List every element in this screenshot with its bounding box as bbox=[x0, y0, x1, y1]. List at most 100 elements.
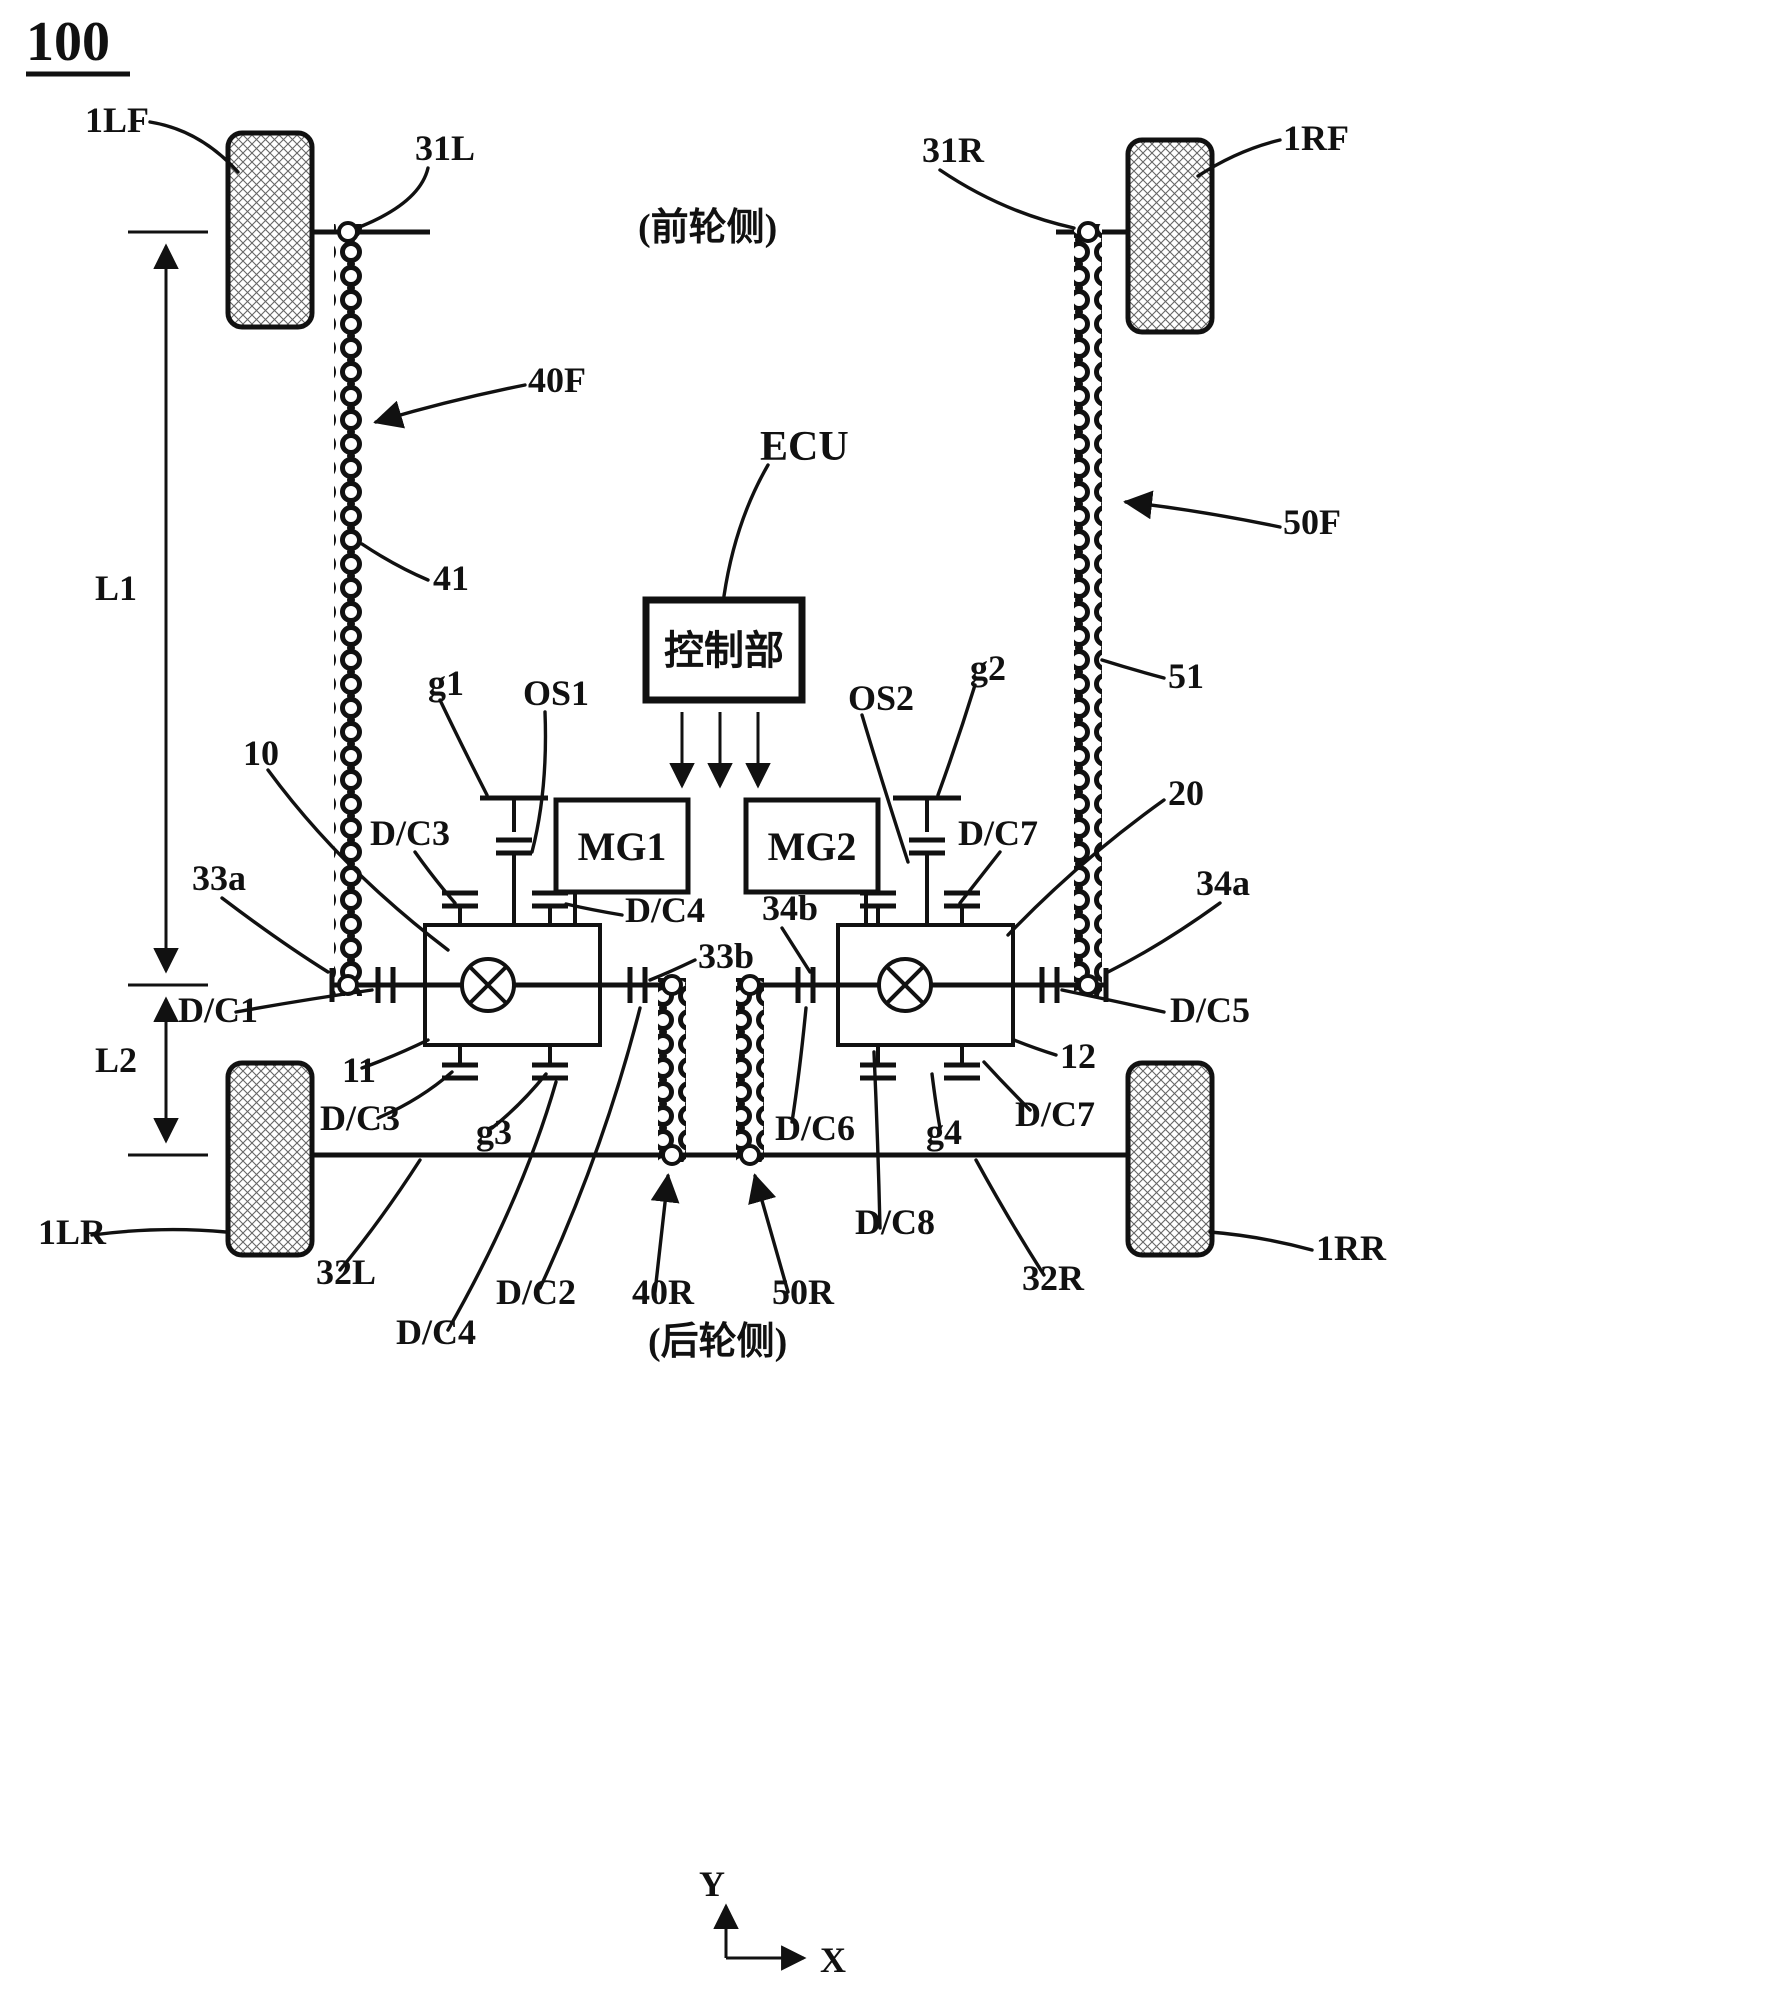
leader-50f bbox=[1123, 490, 1282, 529]
label-50f: 50F bbox=[1283, 502, 1341, 542]
label-34b: 34b bbox=[762, 888, 818, 928]
label-32l: 32L bbox=[316, 1252, 376, 1292]
leader-ecu bbox=[722, 463, 770, 598]
sprocket-40R-bottom bbox=[661, 1144, 683, 1166]
label-dc4-top: D/C4 bbox=[625, 890, 705, 930]
leader-os1 bbox=[530, 710, 548, 854]
chain-50R bbox=[736, 978, 764, 1162]
label-dc6: D/C6 bbox=[775, 1108, 855, 1148]
leader-11 bbox=[360, 1038, 430, 1070]
leader-1rf bbox=[1196, 138, 1282, 178]
label-dc2: D/C2 bbox=[496, 1272, 576, 1312]
sprocket-mid-right bbox=[1077, 974, 1099, 996]
label-1lf: 1LF bbox=[85, 100, 149, 140]
label-g1: g1 bbox=[428, 663, 464, 703]
mg2-box bbox=[743, 797, 881, 895]
label-20: 20 bbox=[1168, 773, 1204, 813]
chain-40F bbox=[334, 224, 362, 996]
label-50r: 50R bbox=[772, 1272, 835, 1312]
leader-dc6 bbox=[790, 1006, 808, 1124]
wheels bbox=[225, 130, 1215, 1258]
label-dc3-top: D/C3 bbox=[370, 813, 450, 853]
sprocket-40R-top bbox=[661, 974, 683, 996]
label-l2: L2 bbox=[95, 1040, 137, 1080]
label-os2: OS2 bbox=[848, 678, 914, 718]
leader-1lr bbox=[90, 1227, 228, 1237]
label-g4: g4 bbox=[926, 1112, 962, 1152]
label-1lr: 1LR bbox=[38, 1212, 107, 1252]
label-32r: 32R bbox=[1022, 1258, 1085, 1298]
leader-1rr bbox=[1208, 1230, 1314, 1252]
label-dc1: D/C1 bbox=[178, 990, 258, 1030]
leader-32r bbox=[974, 1158, 1046, 1277]
shaft-clutches bbox=[375, 967, 1060, 1003]
label-12: 12 bbox=[1060, 1036, 1096, 1076]
leader-32l bbox=[338, 1158, 422, 1272]
sprocket-front-right bbox=[1077, 221, 1099, 243]
chains bbox=[334, 221, 1102, 1166]
leader-34b bbox=[780, 926, 812, 974]
wheel-rear-left bbox=[225, 1060, 315, 1258]
wheel-rear-right bbox=[1125, 1060, 1215, 1258]
leader-dc1 bbox=[234, 988, 374, 1014]
label-40f: 40F bbox=[528, 360, 586, 400]
leader-31l bbox=[360, 166, 430, 228]
label-1rf: 1RF bbox=[1283, 118, 1349, 158]
label-g3: g3 bbox=[476, 1112, 512, 1152]
label-41: 41 bbox=[433, 558, 469, 598]
mg1-label: MG1 bbox=[578, 824, 667, 869]
leader-dc3-bot bbox=[376, 1070, 454, 1120]
label-1rr: 1RR bbox=[1316, 1228, 1387, 1268]
label-31l: 31L bbox=[415, 128, 475, 168]
leader-dc4-top bbox=[564, 902, 624, 917]
x-axis-label: X bbox=[820, 1940, 846, 1980]
leader-g1 bbox=[438, 698, 489, 797]
label-l1: L1 bbox=[95, 568, 137, 608]
left-gear-unit bbox=[423, 795, 602, 1081]
sprocket-front-left bbox=[337, 221, 359, 243]
label-dc7-top: D/C7 bbox=[958, 813, 1038, 853]
label-dc8: D/C8 bbox=[855, 1202, 935, 1242]
left-gearbox bbox=[423, 923, 602, 1047]
leader-os2 bbox=[860, 713, 910, 864]
chain-40R bbox=[658, 978, 686, 1162]
mg2-label: MG2 bbox=[768, 824, 857, 869]
right-bevel-cross-2 bbox=[885, 965, 925, 1005]
label-dc4-bot: D/C4 bbox=[396, 1312, 476, 1352]
label-dc3-bot: D/C3 bbox=[320, 1098, 400, 1138]
figure-number: 100 bbox=[26, 11, 130, 77]
sprocket-50R-bottom bbox=[739, 1144, 761, 1166]
leader-40r bbox=[650, 1173, 680, 1294]
figure-number-text: 100 bbox=[26, 11, 110, 73]
label-os1: OS1 bbox=[523, 673, 589, 713]
leader-20 bbox=[1006, 798, 1166, 937]
chain-50F bbox=[1074, 224, 1102, 996]
leader-50r bbox=[748, 1173, 790, 1294]
leader-1lf bbox=[148, 120, 240, 174]
leader-34a bbox=[1106, 901, 1222, 974]
text-labels: 1LF 31L (前轮侧) 31R 1RF 40F ECU 50F L1 41 … bbox=[38, 100, 1387, 1363]
leader-10 bbox=[266, 768, 450, 952]
leader-g2 bbox=[936, 683, 977, 797]
label-front-side: (前轮侧) bbox=[638, 207, 777, 249]
left-bevel-cross-2 bbox=[468, 965, 508, 1005]
coordinate-axes: Y X bbox=[699, 1864, 846, 1980]
motor-generators: MG1 MG2 bbox=[553, 797, 881, 895]
leader-g3 bbox=[490, 1072, 548, 1130]
dimension-lines bbox=[128, 230, 208, 1157]
leader-dc7-top bbox=[958, 850, 1002, 905]
wheel-front-left bbox=[225, 130, 315, 330]
leader-dc3-top bbox=[413, 850, 457, 905]
label-11: 11 bbox=[342, 1050, 376, 1090]
label-dc5: D/C5 bbox=[1170, 990, 1250, 1030]
control-unit-label: 控制部 bbox=[664, 628, 784, 673]
label-33a: 33a bbox=[192, 858, 246, 898]
leader-dc7-bot bbox=[982, 1060, 1032, 1112]
label-31r: 31R bbox=[922, 130, 985, 170]
leader-41 bbox=[360, 542, 430, 582]
y-axis-label: Y bbox=[699, 1864, 725, 1904]
label-dc7-bot: D/C7 bbox=[1015, 1094, 1095, 1134]
leader-33b bbox=[648, 958, 697, 982]
